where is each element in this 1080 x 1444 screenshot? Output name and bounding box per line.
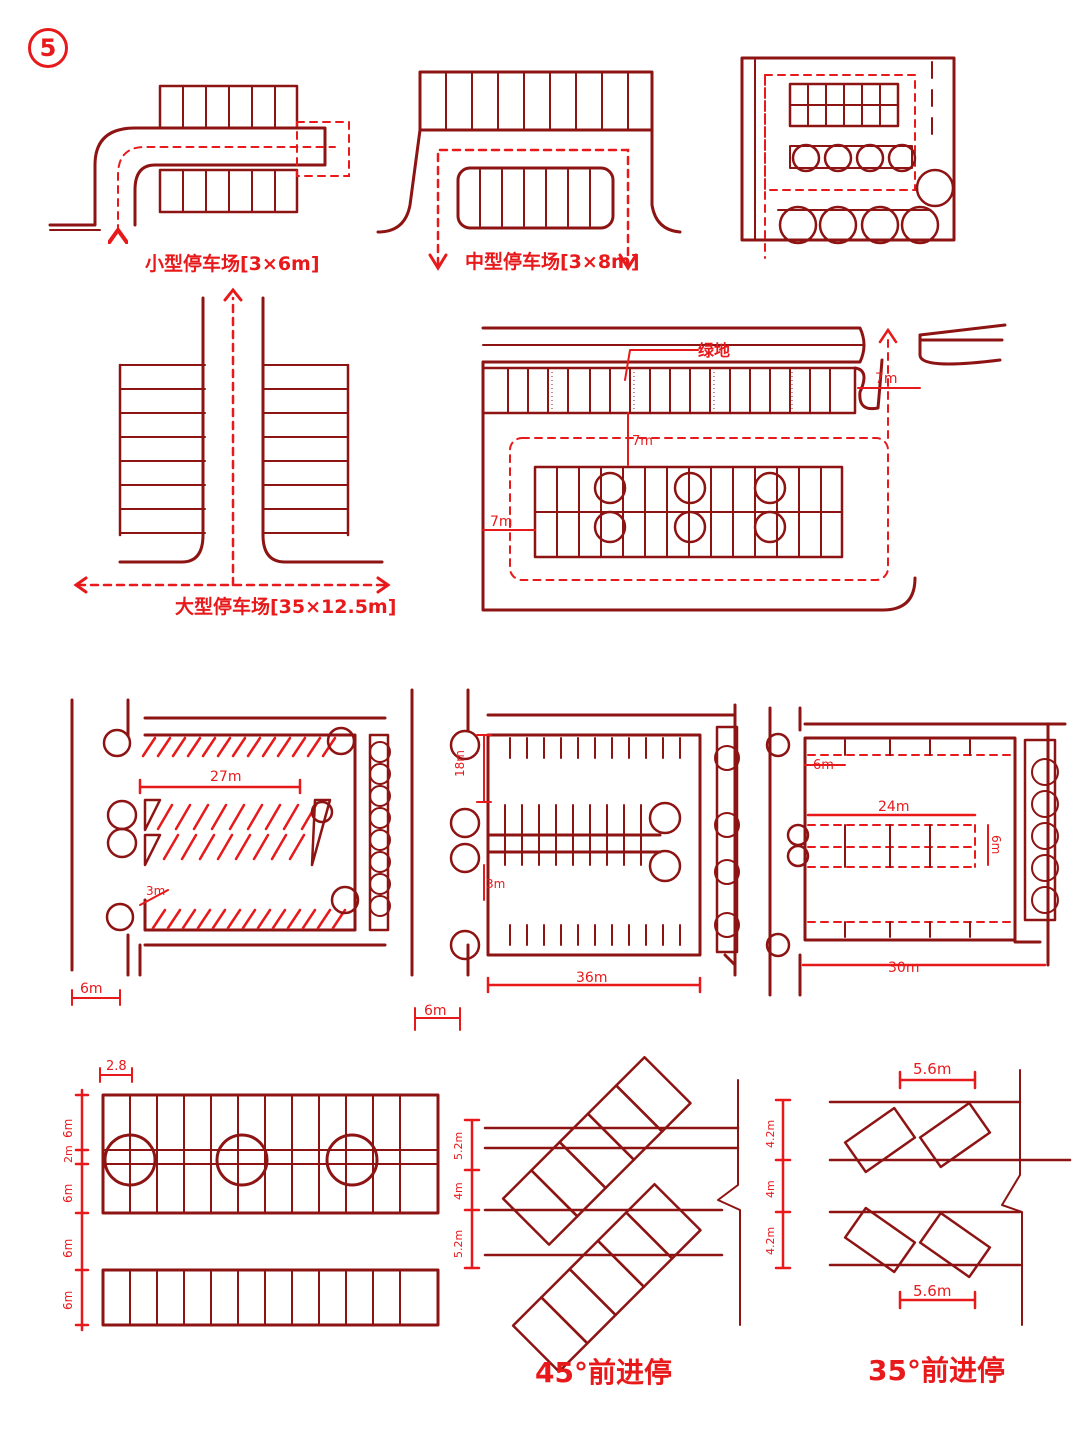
small-lot-stalls-top <box>158 84 299 130</box>
angle-35-stalls-top <box>843 1101 992 1174</box>
angle-35-diagram: 5.6m 5.6m 4.2m 4m 4.2m 35°前进停 <box>764 1060 1072 1387</box>
dim-parallel-24m: 24m <box>878 799 909 815</box>
angle-45-diagram: 5.2m 4m 5.2m 45°前进停 <box>452 1055 741 1389</box>
dim-grid-6m-b: 6m <box>61 1184 75 1203</box>
medium-lot-stalls-top <box>418 70 654 132</box>
compact-lot-trees-mid <box>789 143 917 173</box>
small-lot-stalls-bottom <box>158 168 299 214</box>
angle-35-label: 35°前进停 <box>868 1354 1005 1387</box>
perpendicular-stalls-bottom <box>509 924 681 946</box>
angle-45-label: 45°前进停 <box>535 1356 672 1389</box>
dim-oblique-6m: 6m <box>80 981 103 997</box>
dim-7m-right: 7m <box>875 371 898 387</box>
green-lot-diagram: 绿地 7m 7m 7m <box>481 323 1007 612</box>
parallel-stalls-bottom <box>807 921 1013 938</box>
green-lot-island <box>533 465 844 559</box>
small-lot-label: 小型停车场[3×6m] <box>145 252 320 275</box>
dim-45-4m: 4m <box>452 1182 465 1200</box>
parallel-trees <box>765 732 1059 958</box>
compact-lot-trees-bottom <box>777 168 955 245</box>
oblique-stalls-top <box>141 736 337 758</box>
grid-lower-block <box>101 1268 440 1327</box>
compact-lot-diagram <box>740 56 956 259</box>
dim-35-4m: 4m <box>764 1180 777 1198</box>
large-lot-stalls-left <box>118 363 206 537</box>
medium-lot-diagram: 中型停车场[3×8m] <box>376 70 682 273</box>
angle-35-stalls-bottom <box>843 1206 992 1279</box>
parallel-stalls-top <box>807 739 1013 756</box>
dim-parallel-6m-top: 6m <box>813 758 834 773</box>
green-lot-stall-row <box>481 358 884 415</box>
grid-layout-diagram: 2.8 6m 2m 6m 6m 6m <box>61 1059 440 1332</box>
dim-perp-36m: 36m <box>576 970 607 986</box>
dim-grid-2m: 2m <box>62 1145 75 1163</box>
angle-45-stalls-bottom <box>511 1182 702 1373</box>
perpendicular-trees <box>449 725 740 961</box>
perpendicular-lot-diagram: 18m 3m 36m 6m <box>410 688 740 1031</box>
oblique-stalls-middle <box>143 798 334 867</box>
dim-35-42m-top: 4.2m <box>764 1120 777 1148</box>
dim-35-56m-top: 5.6m <box>913 1060 951 1078</box>
oblique-lot-diagram: 27m 3m 6m <box>70 698 391 1006</box>
grid-upper-block <box>101 1093 440 1215</box>
dim-oblique-3m: 3m <box>146 884 165 898</box>
large-lot-stalls-right <box>262 363 350 537</box>
medium-lot-label: 中型停车场[3×8m] <box>465 250 640 273</box>
dim-grid-28: 2.8 <box>106 1059 127 1074</box>
dim-7m-vertical: 7m <box>632 434 653 449</box>
dim-45-52m-bottom: 5.2m <box>452 1230 465 1258</box>
dim-grid-6m-a: 6m <box>61 1119 75 1138</box>
dim-grid-6m-c: 6m <box>61 1239 75 1258</box>
dim-parallel-6m-side: 6m <box>989 835 1003 854</box>
medium-lot-island <box>456 166 615 230</box>
large-lot-diagram: 大型停车场[35×12.5m] <box>73 287 396 618</box>
dim-perp-3m: 3m <box>486 877 505 891</box>
dim-grid-6m-d: 6m <box>61 1291 75 1310</box>
dim-45-52m-top: 5.2m <box>452 1132 465 1160</box>
green-space-label: 绿地 <box>698 341 730 360</box>
small-lot-diagram: 小型停车场[3×6m] <box>48 84 350 275</box>
oblique-stalls-bottom <box>151 908 347 930</box>
dim-perp-6m: 6m <box>424 1003 447 1019</box>
dim-parallel-30m: 30m <box>888 960 919 976</box>
dim-7m-left: 7m <box>490 514 513 530</box>
dim-35-56m-bottom: 5.6m <box>913 1282 951 1300</box>
perpendicular-stalls-top <box>509 737 681 759</box>
parallel-stalls-middle <box>786 823 976 868</box>
angle-45-stalls-top <box>501 1055 692 1246</box>
sheet-number-badge: 5 <box>28 28 68 68</box>
large-lot-label: 大型停车场[35×12.5m] <box>175 595 396 618</box>
oblique-trees <box>102 726 391 932</box>
dim-oblique-27m: 27m <box>210 769 241 785</box>
dim-perp-18m: 18m <box>453 750 467 777</box>
parallel-lot-diagram: 6m 24m 6m 30m <box>765 706 1067 997</box>
compact-lot-stall-row <box>788 82 900 128</box>
perpendicular-stalls-middle <box>486 801 682 883</box>
dim-35-42m-bottom: 4.2m <box>764 1227 777 1255</box>
